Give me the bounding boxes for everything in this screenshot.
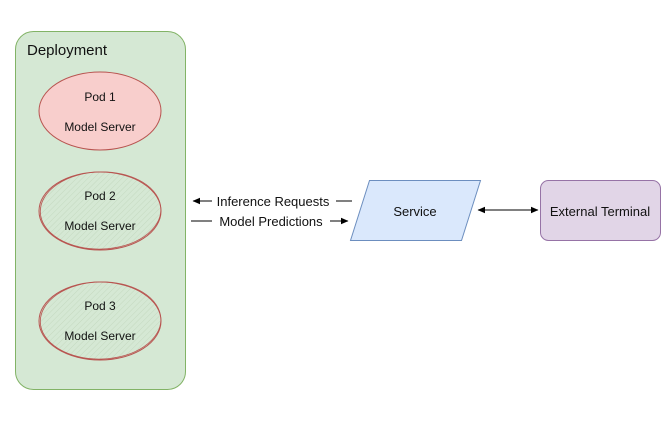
pod-3: Pod 3 Model Server <box>38 281 162 361</box>
pod-2: Pod 2 Model Server <box>38 171 162 251</box>
pod-2-role: Model Server <box>64 219 135 233</box>
service-label: Service <box>393 204 436 219</box>
pod-1: Pod 1 Model Server <box>38 71 162 151</box>
inference-requests-edge: Inference Requests <box>192 192 352 209</box>
deployment-title: Deployment <box>27 42 108 59</box>
service-node: Service <box>349 180 482 241</box>
external-terminal-node: External Terminal <box>540 180 661 241</box>
inference-requests-label: Inference Requests <box>217 194 330 209</box>
pod-3-role: Model Server <box>64 329 135 343</box>
pod-2-name: Pod 2 <box>84 189 116 203</box>
model-predictions-label: Model Predictions <box>219 214 323 229</box>
external-terminal-label: External Terminal <box>550 204 650 219</box>
pod-1-name: Pod 1 <box>84 90 116 104</box>
pod-1-role: Model Server <box>64 120 135 134</box>
model-predictions-edge: Model Predictions <box>191 212 349 229</box>
pod-3-name: Pod 3 <box>84 299 116 313</box>
